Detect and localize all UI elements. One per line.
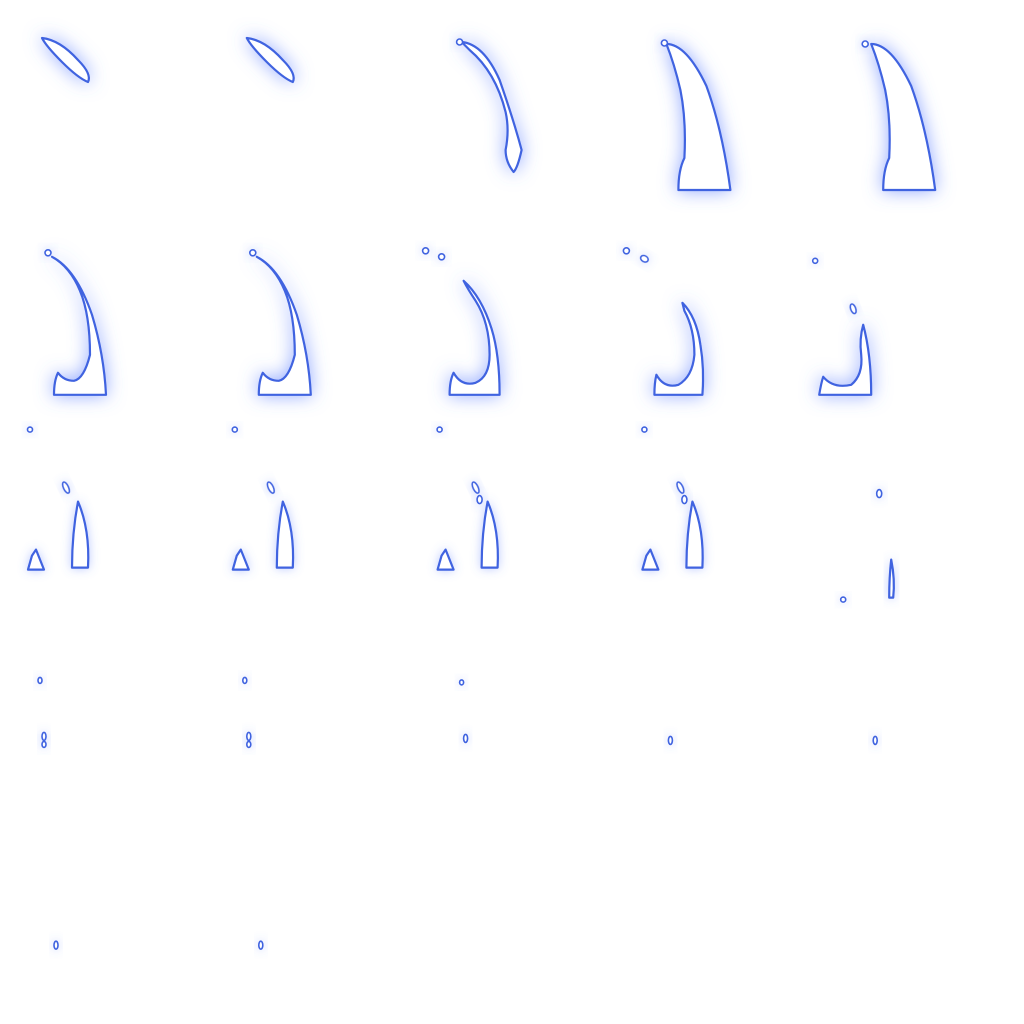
crescent-shape (245, 36, 295, 84)
speck-particle (660, 39, 669, 47)
sprite-frame (660, 39, 732, 192)
sprite-frame (455, 38, 523, 174)
speck-particle (44, 249, 52, 257)
hook-shape (448, 279, 501, 396)
sprite-frame (436, 426, 499, 571)
drop-particle (872, 735, 879, 746)
speck-particle (641, 426, 648, 433)
speck-particle (811, 257, 819, 265)
speck-particle (455, 38, 464, 46)
sprite-frame (861, 40, 937, 192)
drop-particle (246, 731, 252, 742)
spike-shape (70, 500, 90, 569)
crescent-shape (460, 40, 523, 174)
drop-particle (875, 488, 883, 499)
speck-particle (421, 247, 430, 255)
tri-shape (231, 548, 250, 571)
drop-particle (667, 735, 674, 746)
sprite-frame (811, 257, 873, 396)
hook-shape (653, 301, 705, 396)
tri-shape (26, 548, 46, 571)
speck-particle (436, 426, 443, 433)
spike-shape (685, 500, 704, 569)
speck-particle (26, 426, 34, 433)
speck-particle (249, 249, 257, 257)
drop-particle (476, 494, 483, 505)
sprite-frame (242, 676, 252, 749)
drop-particle (471, 481, 480, 494)
hook-shape (818, 323, 873, 396)
sprite-frame (26, 426, 90, 571)
sprite-frame (53, 940, 59, 951)
drop-particle (61, 481, 71, 494)
sprite-frame (872, 735, 879, 746)
drop-particle (462, 733, 469, 744)
dot-particle (839, 596, 847, 603)
sprite-frame (622, 247, 705, 396)
spike-shape (275, 500, 295, 569)
speck-particle (458, 679, 465, 686)
sprite-frame (458, 679, 469, 744)
tri-shape (436, 548, 455, 571)
sprite-frame (245, 36, 295, 84)
drop-particle (41, 731, 47, 742)
sprite-frame (258, 940, 264, 951)
crescent-shape (40, 36, 90, 84)
sprite-frame (641, 426, 704, 571)
speck-particle (639, 254, 649, 263)
speck-particle (437, 253, 446, 261)
speck-particle (861, 40, 870, 48)
speck-particle (37, 676, 43, 685)
crescent-shape (870, 42, 937, 192)
drop-particle (681, 494, 688, 505)
drop-particle (849, 303, 857, 315)
speck-particle (242, 676, 248, 685)
sprite-frame (44, 249, 108, 396)
spike-shape (480, 500, 499, 569)
drop-particle (266, 481, 276, 494)
hook-shape (50, 255, 108, 396)
speck-particle (231, 426, 239, 433)
speck-particle (622, 247, 631, 255)
sprite-frame (839, 488, 895, 603)
sprite-frame (231, 426, 295, 571)
drop-particle (246, 740, 252, 749)
drop-particle (53, 940, 59, 951)
sprite-frame (667, 735, 674, 746)
tri-shape (641, 548, 660, 571)
drop-particle (258, 940, 264, 951)
sprite-frame (249, 249, 312, 396)
sliver-shape (888, 558, 895, 599)
drop-particle (676, 481, 685, 494)
drop-particle (41, 740, 47, 749)
crescent-shape (665, 42, 732, 192)
sprite-frame (40, 36, 90, 84)
sprite-frame (421, 247, 501, 396)
sprite-frame (37, 676, 47, 749)
hook-shape (255, 255, 312, 396)
